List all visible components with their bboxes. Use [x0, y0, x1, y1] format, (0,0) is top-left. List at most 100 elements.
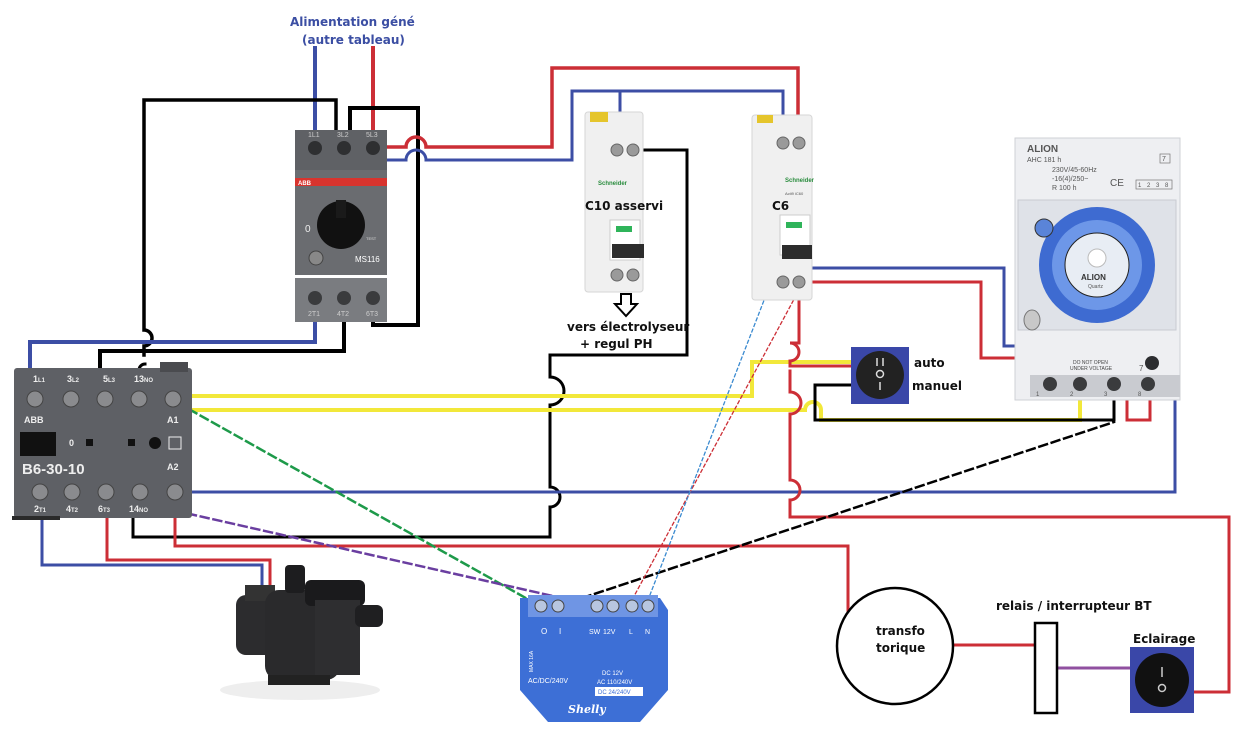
- contactor-a2-label: A2: [167, 462, 179, 472]
- mp-terminal-3l2[interactable]: [337, 141, 351, 155]
- pump-inlet: [285, 565, 305, 593]
- timer-terminal-1[interactable]: [1043, 377, 1057, 391]
- shelly-terminal-l[interactable]: [625, 599, 639, 613]
- wire-pump-phase: [105, 498, 272, 592]
- wire-black-switch-timer: [813, 383, 1116, 422]
- contactor-label-4: 4T2: [66, 504, 79, 514]
- to-devices-line2: + regul PH: [580, 337, 653, 351]
- mp-label-3l2: 3L2: [337, 132, 349, 139]
- c10-terminal-l-top[interactable]: [626, 143, 640, 157]
- pump-base: [268, 675, 330, 685]
- mp-terminal-6t3[interactable]: [366, 291, 380, 305]
- shelly-terminal-12v[interactable]: [606, 599, 620, 613]
- contactor-terminal-14no[interactable]: [131, 483, 149, 501]
- contactor-terminal-5l3[interactable]: [96, 390, 114, 408]
- c10-label: C10 asservi: [585, 199, 663, 213]
- timer-alion[interactable]: ALION AHC 181 h 230V/45-60Hz -16(4)/250~…: [1014, 137, 1181, 401]
- shelly-voltage-ac: AC 110/240V: [597, 680, 632, 686]
- contactor-body: [14, 368, 192, 518]
- auto-manual-rocker[interactable]: [856, 351, 904, 399]
- timer-terminal-8[interactable]: [1141, 377, 1155, 391]
- contactor-terminal-1l1[interactable]: [26, 390, 44, 408]
- contactor-label-1: 1L1: [33, 374, 46, 384]
- contactor-indicator-zero: 0: [69, 438, 74, 448]
- relay-symbol[interactable]: [1033, 621, 1059, 715]
- switch-mark-o: [875, 369, 885, 379]
- mp-terminal-4t2[interactable]: [337, 291, 351, 305]
- motor-protector[interactable]: 1L1 3L2 5L3 ABB 0 MS116 TEST 2T1 4T2 6T3: [295, 130, 387, 322]
- shelly-terminal-sw[interactable]: [590, 599, 604, 613]
- shelly-voltage-dc12: DC 12V: [602, 671, 623, 677]
- c10-toggle[interactable]: [612, 244, 644, 258]
- wire-yellow-auto: [171, 360, 877, 398]
- shelly-terminal-n[interactable]: [641, 599, 655, 613]
- timer-spec2: -16(4)/250~: [1052, 176, 1088, 183]
- contactor-terminal-2t1[interactable]: [31, 483, 49, 501]
- svg-text:3: 3: [1156, 183, 1160, 189]
- c6-status-green: [786, 222, 802, 228]
- lighting-switch[interactable]: [1130, 647, 1194, 713]
- arrow-down-icon: [612, 293, 640, 318]
- transformer-label-1: transfo: [876, 624, 925, 638]
- c10-terminal-n-top[interactable]: [610, 143, 624, 157]
- mp-terminal-5l3[interactable]: [366, 141, 380, 155]
- mp-label-5l3: 5L3: [366, 132, 378, 139]
- contactor-label-13: 13NO: [134, 374, 153, 384]
- timer-term-label-1: 1: [1036, 392, 1040, 398]
- timer-pin7-box-label: 7: [1162, 156, 1166, 163]
- timer-dial-knob[interactable]: [1087, 248, 1107, 268]
- switch-auto-label: auto: [914, 356, 945, 370]
- timer-selector[interactable]: [1034, 218, 1054, 238]
- breaker-c10[interactable]: Schneider: [584, 111, 644, 293]
- timer-brand: ALION: [1027, 144, 1058, 155]
- wire-red-a2-transfo: [173, 490, 850, 624]
- timer-spec3: R 100 h: [1052, 185, 1077, 192]
- mp-terminal-1l1[interactable]: [308, 141, 322, 155]
- shelly-relay[interactable]: O I SW 12V L N MAX 16A AC/DC/240V DC 12V…: [520, 595, 668, 722]
- contactor-label-14: 14NO: [129, 504, 148, 514]
- c6-terminal-n-top[interactable]: [776, 136, 790, 150]
- shelly-voltage-dc24: DC 24/240V: [598, 690, 631, 696]
- lighting-rocker[interactable]: [1135, 653, 1189, 707]
- c10-brand: Schneider: [598, 181, 628, 187]
- shelly-terminal-i[interactable]: [551, 599, 565, 613]
- timer-override-knob[interactable]: [1023, 309, 1041, 331]
- timer-term-label-7: 7: [1139, 364, 1144, 373]
- contactor-terminal-a2[interactable]: [166, 483, 184, 501]
- c6-terminal-l-bottom[interactable]: [792, 275, 806, 289]
- wire-dotted-blue: [647, 289, 769, 601]
- breaker-c6[interactable]: Schneider Acti9 iC60: [751, 114, 815, 301]
- mp-dial-zero: 0: [305, 224, 311, 235]
- contactor-terminal-3l2[interactable]: [62, 390, 80, 408]
- c10-terminal-n-bottom[interactable]: [610, 268, 624, 282]
- supply-label-line1: Alimentation géné: [290, 15, 415, 29]
- auto-manual-switch[interactable]: [851, 347, 909, 404]
- timer-warning-1: DO NOT OPEN: [1073, 360, 1108, 366]
- mp-rotary-knob[interactable]: [317, 201, 365, 249]
- timer-terminal-3[interactable]: [1107, 377, 1121, 391]
- shelly-voltage-left: AC/DC/240V: [528, 678, 568, 685]
- c6-terminal-n-bottom[interactable]: [776, 275, 790, 289]
- contactor-manual-actuator[interactable]: [20, 432, 56, 456]
- c6-terminal-l-top[interactable]: [792, 136, 806, 150]
- contactor-rail-clip: [12, 516, 60, 520]
- timer-terminal-2[interactable]: [1073, 377, 1087, 391]
- contactor-terminal-a1[interactable]: [164, 390, 182, 408]
- contactor-terminal-6t3[interactable]: [97, 483, 115, 501]
- c6-toggle[interactable]: [782, 245, 812, 259]
- timer-pin-box: 1 2 3 8: [1135, 179, 1173, 190]
- contactor-label-2: 2T1: [34, 504, 47, 514]
- mp-label-2t1: 2T1: [308, 311, 320, 318]
- wire-red-to-c6: [371, 66, 800, 149]
- shelly-terminal-o[interactable]: [534, 599, 548, 613]
- contactor-b6[interactable]: 1L1 3L2 5L3 13NO ABB A1 0 B6-30-10 A2 2T…: [12, 362, 192, 520]
- mp-adjust-screw[interactable]: [308, 250, 324, 266]
- contactor-terminal-13no[interactable]: [130, 390, 148, 408]
- timer-terminal-7[interactable]: [1145, 356, 1159, 370]
- mp-terminal-2t1[interactable]: [308, 291, 322, 305]
- contactor-terminal-4t2[interactable]: [63, 483, 81, 501]
- contactor-indicator-left: [86, 439, 93, 446]
- c10-terminal-l-bottom[interactable]: [626, 268, 640, 282]
- wire-dashed-black: [556, 420, 1116, 608]
